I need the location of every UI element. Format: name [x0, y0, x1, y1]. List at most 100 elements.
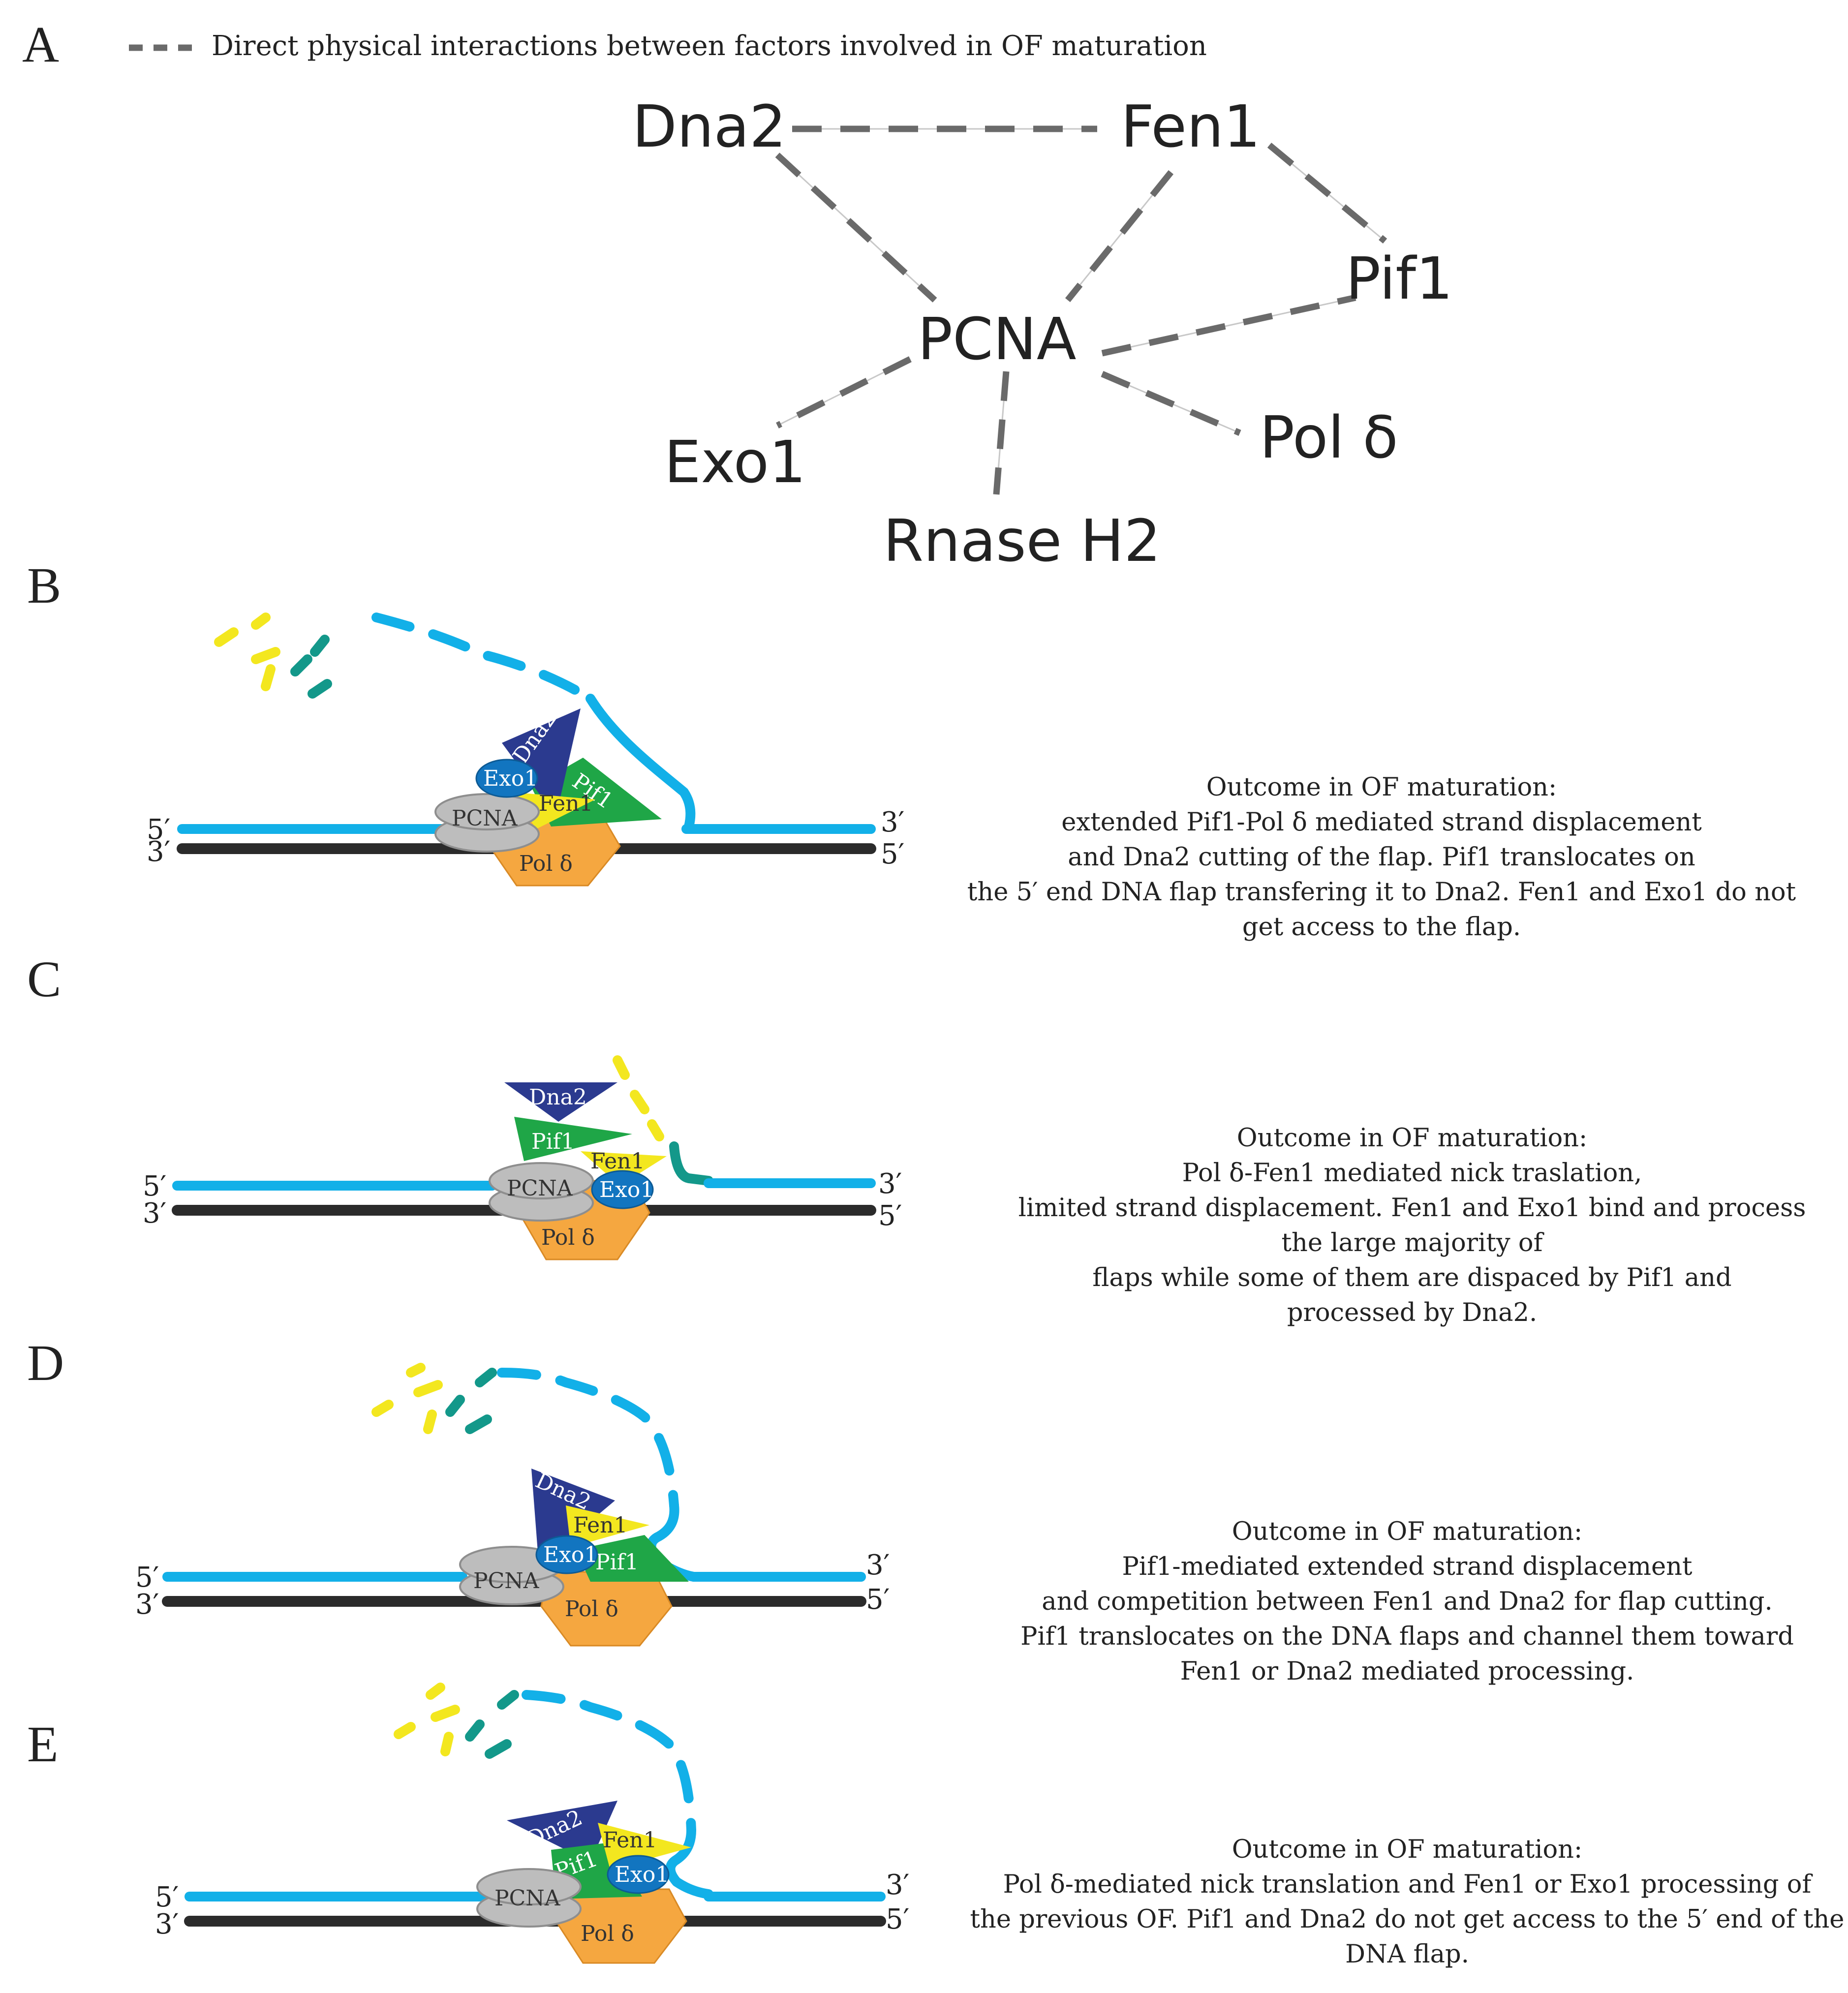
protein-fen1-label: Fen1 — [573, 1513, 628, 1538]
legend: Direct physical interactions between fac… — [129, 30, 1207, 62]
protein-pif1 — [514, 1117, 632, 1161]
panel-c: C 5′ 3′ 3′ 5′ Pol δ Dna2 Pif1 Fen1 PCNA … — [27, 951, 1806, 1327]
fragment-teal — [485, 1739, 512, 1759]
protein-fen1 — [566, 1505, 649, 1547]
fragment-yellow — [630, 1090, 649, 1114]
protein-pol-delta-label: Pol δ — [565, 1596, 618, 1622]
outcome-d-line: Outcome in OF maturation: — [1232, 1517, 1582, 1546]
protein-pcna-label: PCNA — [494, 1886, 561, 1911]
label-3prime-bottom: 3′ — [135, 1589, 159, 1621]
fragment-yellow — [440, 1732, 454, 1756]
label-5prime-top: 5′ — [135, 1562, 159, 1594]
outcome-b-line: and Dna2 cutting of the flap. Pif1 trans… — [1068, 843, 1695, 872]
protein-fen1-label: Fen1 — [539, 791, 593, 816]
protein-pol-delta-label: Pol δ — [519, 851, 573, 876]
protein-exo1-label: Exo1 — [483, 766, 538, 791]
outcome-d-line: Pif1-mediated extended strand displaceme… — [1122, 1552, 1693, 1581]
fragment-teal — [465, 1414, 492, 1434]
edge-pcna-pif1 — [1101, 294, 1356, 357]
outcome-c-line: Outcome in OF maturation: — [1237, 1124, 1587, 1153]
protein-pif1-label: Pif1 — [595, 1550, 639, 1575]
flap-displaced — [585, 694, 696, 831]
node-pcna: PCNA — [918, 305, 1077, 373]
fragment-teal — [465, 1719, 485, 1742]
panel-letter-a: A — [22, 16, 59, 73]
outcome-e-line: Pol δ-mediated nick translation and Fen1… — [1003, 1870, 1813, 1899]
label-3prime-top: 3′ — [866, 1549, 890, 1581]
outcome-d-line: and competition between Fen1 and Dna2 fo… — [1042, 1587, 1772, 1616]
protein-dna2 — [502, 708, 581, 817]
label-5prime-bottom: 5′ — [881, 838, 904, 870]
outcome-e: Outcome in OF maturation: Pol δ-mediated… — [970, 1835, 1845, 1969]
label-5prime-bottom: 5′ — [866, 1584, 890, 1616]
fragment-teal — [445, 1395, 465, 1417]
fragment-teal — [308, 679, 332, 699]
fragment-yellow — [251, 613, 271, 630]
protein-pcna-label: PCNA — [473, 1568, 540, 1594]
outcome-d-line: Fen1 or Dna2 mediated processing. — [1180, 1657, 1634, 1686]
panel-a: A Direct physical interactions between f… — [22, 16, 1453, 575]
outcome-b-line: extended Pif1-Pol δ mediated strand disp… — [1061, 808, 1702, 837]
outcome-c-line: flaps while some of them are dispaced by… — [1092, 1263, 1731, 1292]
label-3prime-top: 3′ — [886, 1869, 909, 1901]
fragment-teal — [290, 654, 312, 676]
fragment-yellow — [431, 1705, 460, 1722]
label-5prime-top: 5′ — [147, 814, 170, 846]
protein-pol-delta-label: Pol δ — [581, 1921, 634, 1946]
edge-dna2-pcna — [775, 153, 937, 303]
outcome-b-line: get access to the flap. — [1242, 913, 1521, 942]
outcome-d-line: Pif1 translocates on the DNA flaps and c… — [1020, 1622, 1794, 1651]
fragment-yellow — [261, 664, 276, 691]
protein-pcna-label: PCNA — [452, 806, 518, 831]
flap-displaced — [665, 1825, 713, 1899]
panel-letter-c: C — [27, 951, 61, 1008]
protein-exo1-label: Exo1 — [543, 1542, 598, 1567]
panel-letter-d: D — [27, 1335, 64, 1391]
outcome-d: Outcome in OF maturation: Pif1-mediated … — [1020, 1517, 1794, 1686]
protein-exo1-label: Exo1 — [599, 1177, 654, 1202]
node-fen1: Fen1 — [1121, 92, 1261, 160]
panel-letter-b: B — [27, 557, 61, 614]
interaction-edges — [775, 125, 1387, 495]
protein-dna2 — [504, 1082, 617, 1122]
label-3prime-bottom: 3′ — [147, 836, 170, 868]
label-5prime-bottom: 5′ — [886, 1903, 909, 1935]
node-pol-delta: Pol δ — [1260, 403, 1398, 471]
outcome-e-line: DNA flap. — [1345, 1940, 1469, 1969]
label-3prime-bottom: 3′ — [155, 1908, 179, 1940]
fragment-yellow — [426, 1683, 445, 1700]
protein-pcna-label: PCNA — [507, 1176, 573, 1201]
fragment-teal — [497, 1690, 519, 1710]
node-dna2: Dna2 — [632, 92, 786, 160]
node-rnase-h2: Rnase H2 — [883, 507, 1161, 575]
panel-e: E 5′ 3′ 3′ 5′ Pol δ Dna2 Pif1 Fen1 PCNA … — [27, 1683, 1845, 1969]
protein-dna2-label: Dna2 — [529, 1085, 587, 1110]
protein-pcna-ring-upper — [434, 793, 540, 830]
panel-letter-e: E — [27, 1716, 59, 1773]
edge-fen1-pif1 — [1267, 142, 1387, 244]
protein-exo1-label: Exo1 — [615, 1862, 669, 1887]
protein-exo1 — [591, 1170, 654, 1209]
outcome-b-line: Outcome in OF maturation: — [1206, 773, 1557, 802]
protein-fen1 — [598, 1823, 691, 1870]
protein-exo1 — [535, 1535, 598, 1574]
protein-pcna-ring-upper — [476, 1868, 582, 1905]
protein-exo1 — [475, 759, 538, 798]
flap-dashed — [522, 1690, 696, 1835]
flap-dashed — [371, 613, 595, 704]
fragment-teal-attached — [669, 1141, 713, 1186]
edge-pcna-pold — [1101, 371, 1241, 436]
fragment-yellow — [251, 647, 280, 664]
fragment-teal — [310, 635, 330, 657]
label-3prime-bottom: 3′ — [143, 1197, 166, 1229]
edge-fen1-pcna — [1065, 170, 1174, 303]
label-3prime-top: 3′ — [881, 806, 904, 838]
label-5prime-top: 5′ — [155, 1881, 179, 1913]
flap-dashed — [497, 1368, 679, 1510]
outcome-c-line: limited strand displacement. Fen1 and Ex… — [1018, 1194, 1806, 1223]
node-exo1: Exo1 — [664, 428, 806, 496]
legend-text: Direct physical interactions between fac… — [212, 30, 1207, 62]
edge-pcna-rnaseh2 — [993, 371, 1010, 495]
protein-pif1 — [576, 1535, 689, 1582]
